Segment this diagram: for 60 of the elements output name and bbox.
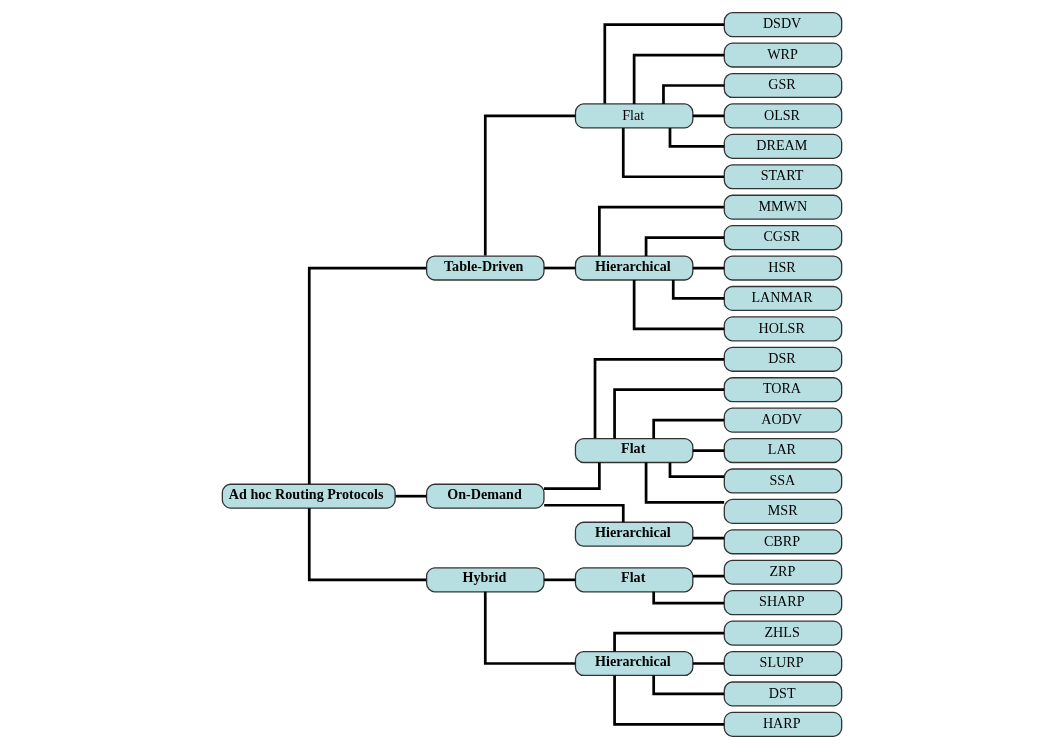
node-box: SLURP bbox=[723, 650, 843, 677]
connector bbox=[632, 53, 725, 104]
node-box: TORA bbox=[723, 377, 843, 403]
connector bbox=[307, 266, 427, 484]
node-box: On-Demand bbox=[425, 483, 545, 509]
node-box: HSR bbox=[723, 255, 843, 281]
node-box: ZHLS bbox=[723, 620, 843, 646]
node-box: Table-Driven bbox=[425, 255, 545, 281]
node-box: SHARP bbox=[723, 590, 843, 616]
node-box: Flat bbox=[574, 437, 694, 464]
node-box: LAR bbox=[723, 437, 843, 464]
connector bbox=[671, 280, 725, 300]
connector bbox=[652, 591, 724, 605]
node-box: MMWN bbox=[723, 194, 843, 220]
node-box: SSA bbox=[723, 468, 843, 494]
connector bbox=[692, 449, 725, 452]
node-box: Hierarchical bbox=[574, 521, 694, 547]
connector bbox=[598, 205, 724, 256]
connector bbox=[593, 357, 725, 439]
node-box: CBRP bbox=[723, 529, 843, 555]
connector bbox=[544, 266, 576, 270]
node-box: HARP bbox=[723, 711, 843, 737]
connector bbox=[644, 462, 725, 504]
node-box: LANMAR bbox=[723, 285, 843, 312]
connector bbox=[483, 591, 576, 665]
connector bbox=[483, 114, 576, 256]
connector bbox=[668, 462, 725, 478]
node-box: HOLSR bbox=[723, 316, 843, 342]
node-box: Flat bbox=[574, 103, 694, 129]
node-box: Hierarchical bbox=[574, 650, 694, 677]
connector bbox=[692, 114, 725, 118]
connector bbox=[621, 127, 724, 179]
node-box: CGSR bbox=[723, 225, 843, 251]
connector bbox=[613, 675, 725, 726]
node-box: Hybrid bbox=[425, 567, 545, 593]
node-box: DST bbox=[723, 681, 843, 707]
node-box: MSR bbox=[723, 498, 843, 524]
connector bbox=[692, 266, 725, 270]
node-box: OLSR bbox=[723, 103, 843, 129]
node-box: WRP bbox=[723, 42, 843, 68]
connector bbox=[544, 462, 601, 490]
connector bbox=[632, 280, 725, 331]
connector bbox=[603, 23, 725, 104]
node-box: ZRP bbox=[723, 559, 843, 585]
node-box: AODV bbox=[723, 407, 843, 433]
node-box: DSR bbox=[723, 346, 843, 372]
connector bbox=[395, 494, 427, 498]
connector bbox=[613, 388, 725, 439]
node-box: GSR bbox=[723, 72, 843, 99]
node-box: Flat bbox=[574, 567, 694, 593]
node-box: DSDV bbox=[723, 12, 843, 38]
connector bbox=[692, 536, 725, 540]
node-box: DREAM bbox=[723, 133, 843, 159]
connector bbox=[307, 508, 427, 582]
node-box: Ad hoc Routing Protocols bbox=[221, 483, 396, 509]
connector bbox=[692, 574, 725, 578]
node-box: START bbox=[723, 164, 843, 190]
connector bbox=[692, 662, 725, 665]
connector bbox=[544, 578, 576, 582]
node-box: Hierarchical bbox=[574, 255, 694, 281]
